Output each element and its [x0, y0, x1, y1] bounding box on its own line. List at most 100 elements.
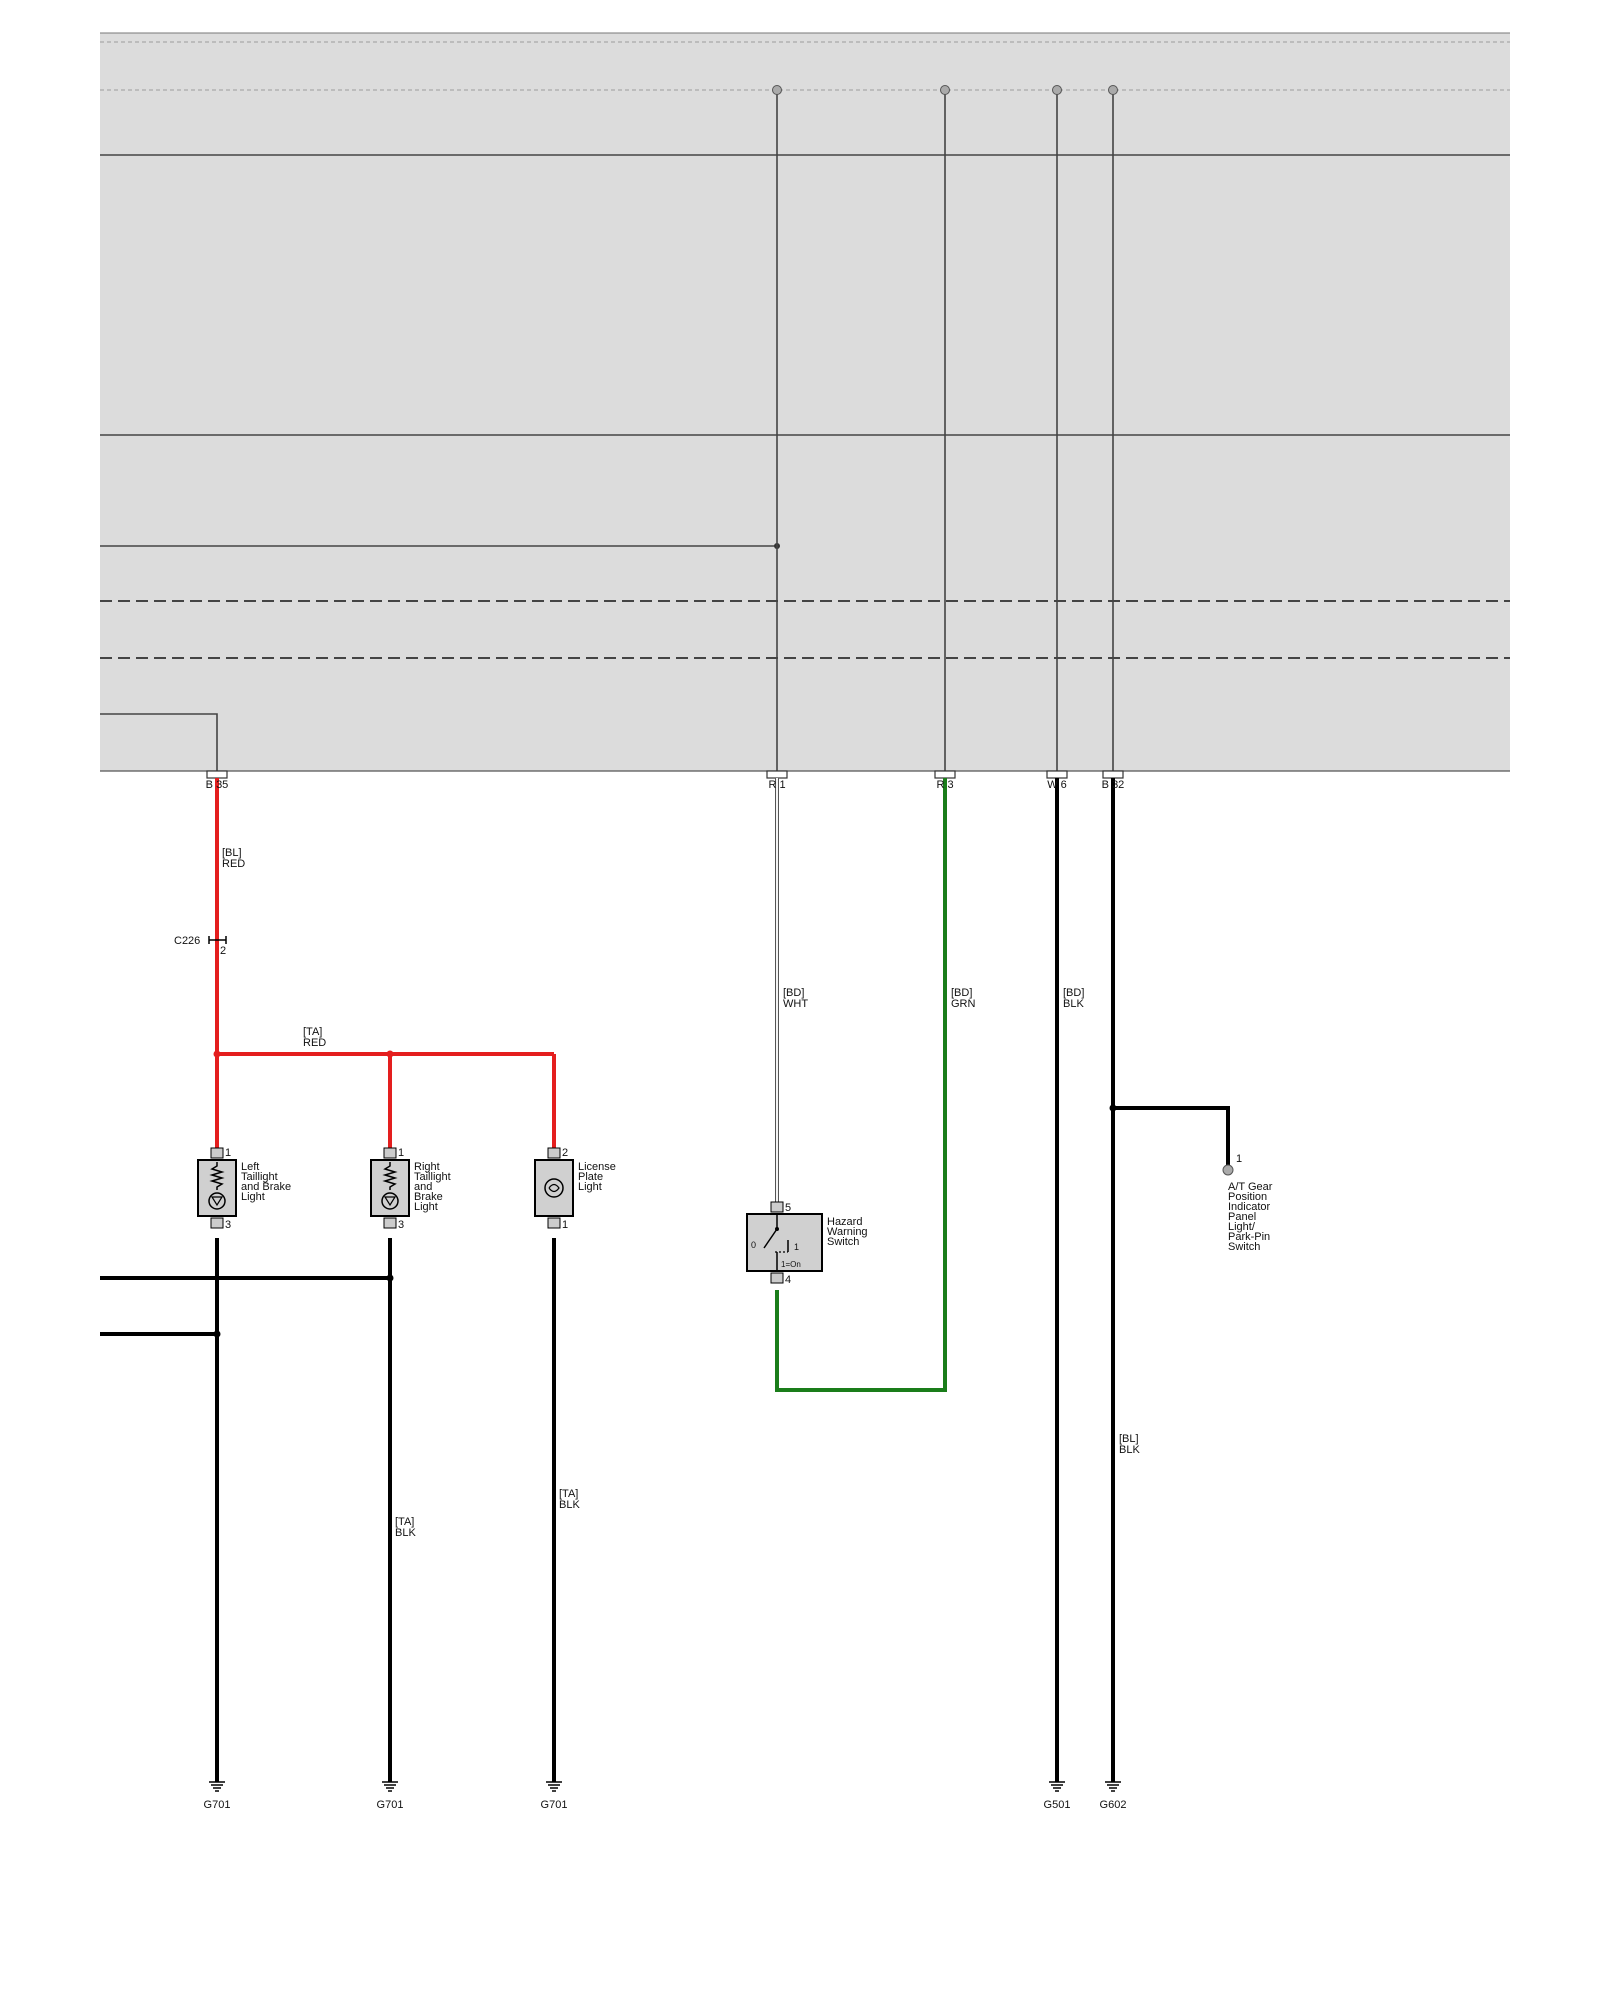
component-label-line: Hazard	[827, 1216, 862, 1228]
connector-pin-icon	[1046, 770, 1068, 779]
internal-terminal-icon	[772, 85, 782, 95]
component-label-line: Taillight	[414, 1171, 451, 1183]
terminal-icon	[770, 1201, 784, 1213]
terminal-icon	[547, 1147, 561, 1159]
wire-code: [BL]	[222, 847, 242, 859]
component-label-line: Right	[414, 1161, 440, 1173]
terminal-icon	[770, 1272, 784, 1284]
pin-label: 5	[785, 1202, 791, 1214]
splice-dot	[1109, 1104, 1117, 1112]
ground-label: G701	[377, 1799, 404, 1811]
component-label-line: Light	[414, 1201, 438, 1213]
component-label-line: and	[414, 1181, 432, 1193]
wire-code: [TA]	[395, 1516, 414, 1528]
control-module	[100, 32, 1510, 772]
ground-icon	[546, 1781, 562, 1792]
connector-labels: B 35 R 1 R 3 W 6 B 32	[206, 779, 1125, 791]
connector-pin-icon	[1102, 770, 1124, 779]
at-gear-position-switch: 1 A/T Gear Position Indicator Panel Ligh…	[1222, 1153, 1273, 1253]
component-label-line: Park-Pin	[1228, 1231, 1270, 1243]
switch-icon	[763, 1228, 778, 1249]
component-label-line: Taillight	[241, 1171, 278, 1183]
license-plate-light: 2 1 License Plate Light	[534, 1147, 616, 1231]
component-label-line: Indicator	[1228, 1201, 1271, 1213]
terminal-icon	[210, 1147, 224, 1159]
wire-code: [BD]	[951, 987, 972, 999]
wire-code: [TA]	[559, 1488, 578, 1500]
left-taillight: 1 3 Left Taillight and Brake Light	[197, 1147, 291, 1231]
module-connectors	[206, 770, 1124, 779]
component-label-line: Brake	[414, 1191, 443, 1203]
connector-label: B 32	[1102, 779, 1125, 791]
ground-label: G602	[1100, 1799, 1127, 1811]
switch-housing	[746, 1213, 823, 1272]
connector-label: B 35	[206, 779, 229, 791]
component-label-line: Panel	[1228, 1211, 1256, 1223]
connector-pin-icon	[766, 770, 788, 779]
splice-dot	[213, 1050, 221, 1058]
wire-color: WHT	[783, 998, 808, 1010]
pin-label: 1	[562, 1219, 568, 1231]
pin-label: 3	[398, 1219, 404, 1231]
terminal-icon	[547, 1217, 561, 1229]
component-label-line: Light	[241, 1191, 265, 1203]
switch-legend: 1=On	[781, 1260, 801, 1269]
wire-color: BLK	[1119, 1444, 1140, 1456]
wire-black-at-gear	[1113, 1106, 1230, 1165]
lamp-icon	[381, 1192, 399, 1210]
splice-dot	[213, 1330, 221, 1338]
inline-connector-pin: 2	[220, 945, 226, 957]
splice-dot	[386, 1274, 394, 1282]
wire-code: [BD]	[1063, 987, 1084, 999]
switch-position-off: 0	[751, 1240, 756, 1250]
wire-code: [BD]	[783, 987, 804, 999]
pin-label: 1	[1236, 1153, 1242, 1165]
resistor-icon	[382, 1162, 398, 1190]
terminal-icon	[210, 1217, 224, 1229]
splice-dot	[386, 1050, 394, 1058]
ground-label: G701	[204, 1799, 231, 1811]
pin-label: 2	[562, 1147, 568, 1159]
component-label-line: A/T Gear	[1228, 1181, 1273, 1193]
lamp-icon	[208, 1192, 226, 1210]
terminal-icon	[383, 1147, 397, 1159]
connector-pin-icon	[934, 770, 956, 779]
component-label-line: Light/	[1228, 1221, 1256, 1233]
wire-color: GRN	[951, 998, 976, 1010]
ground-labels: G701 G701 G701 G501 G602	[204, 1799, 1127, 1811]
wire-color: BLK	[1063, 998, 1084, 1010]
terminal-icon	[383, 1217, 397, 1229]
inline-connector-c226: C226 2	[174, 935, 227, 957]
component-label-line: Switch	[827, 1236, 859, 1248]
component-label-line: Switch	[1228, 1241, 1260, 1253]
connector-label: W 6	[1047, 779, 1067, 791]
internal-terminal-icon	[1108, 85, 1118, 95]
component-label-line: Plate	[578, 1171, 603, 1183]
wire-color: RED	[222, 858, 245, 870]
component-label-line: Warning	[827, 1226, 868, 1238]
wires	[100, 778, 1230, 1782]
wire-color: RED	[303, 1037, 326, 1049]
wire-code: [BL]	[1119, 1433, 1139, 1445]
connector-label: R 3	[936, 779, 953, 791]
wire-code: [TA]	[303, 1026, 322, 1038]
ground-label: G501	[1044, 1799, 1071, 1811]
component-label-line: and Brake	[241, 1181, 291, 1193]
component-label-line: Light	[578, 1181, 602, 1193]
internal-terminal-icon	[940, 85, 950, 95]
hazard-warning-switch: 0 1 1=On 5 4 Hazard Warning Switch	[746, 1201, 868, 1286]
connector-label: R 1	[768, 779, 785, 791]
pin-label: 3	[225, 1219, 231, 1231]
wire-color: BLK	[395, 1527, 416, 1539]
lamp-icon	[544, 1178, 564, 1198]
internal-terminal-icon	[1052, 85, 1062, 95]
terminal-icon	[1222, 1164, 1234, 1176]
ground-icon	[382, 1781, 398, 1792]
pin-label: 1	[398, 1147, 404, 1159]
ground-label: G701	[541, 1799, 568, 1811]
wire-green	[775, 778, 947, 1392]
resistor-icon	[209, 1162, 225, 1190]
component-label-line: Left	[241, 1161, 259, 1173]
module-body	[100, 33, 1510, 771]
